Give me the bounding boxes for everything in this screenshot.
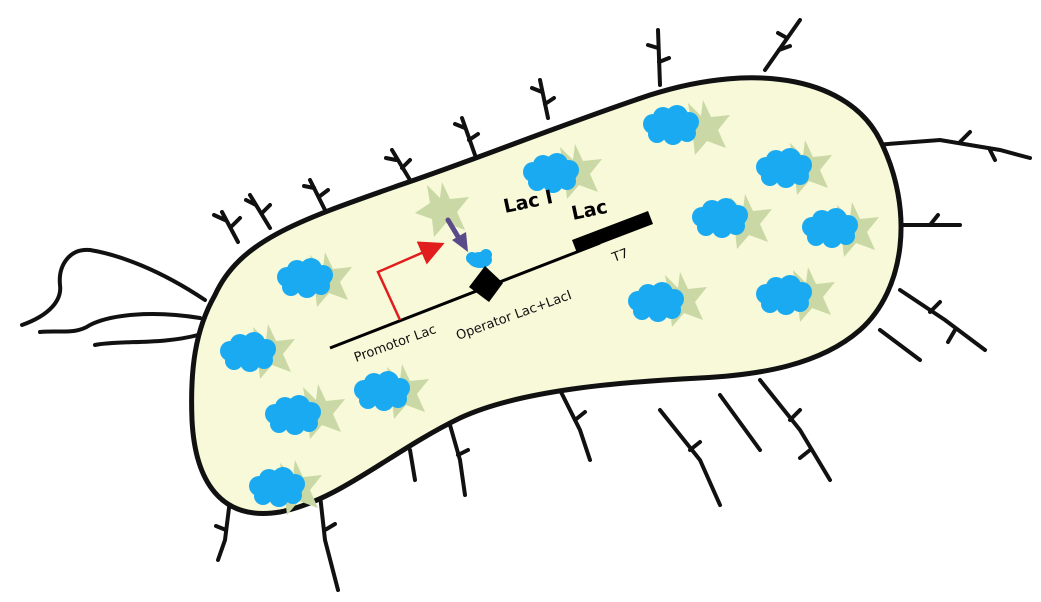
label-t7: T7	[609, 246, 630, 266]
dna-strand	[329, 241, 601, 350]
promoter-arrow-icon	[376, 241, 445, 321]
operator-diamond-icon	[469, 266, 503, 302]
binding-arrow-icon	[445, 217, 468, 252]
flagella	[20, 18, 1032, 592]
repressor-protein-icon	[466, 249, 492, 268]
t7-terminator-block	[572, 211, 653, 253]
